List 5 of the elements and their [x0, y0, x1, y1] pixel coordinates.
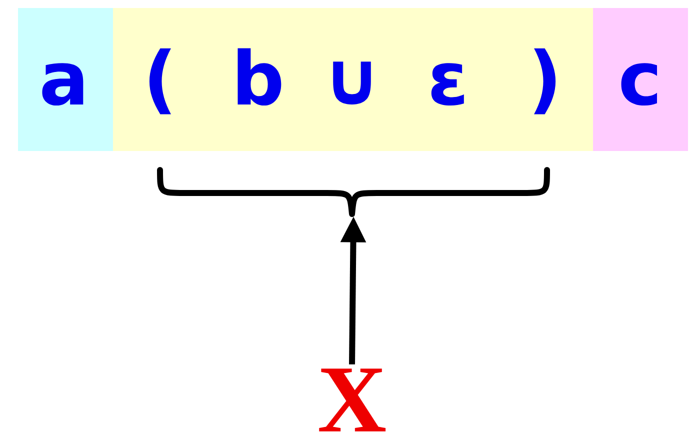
symbol-box: a [18, 8, 113, 151]
symbol-box: ( b ∪ ε ) [113, 8, 593, 151]
label-text: X [319, 368, 386, 432]
symbol-box: c [593, 8, 688, 151]
brace [157, 167, 550, 217]
